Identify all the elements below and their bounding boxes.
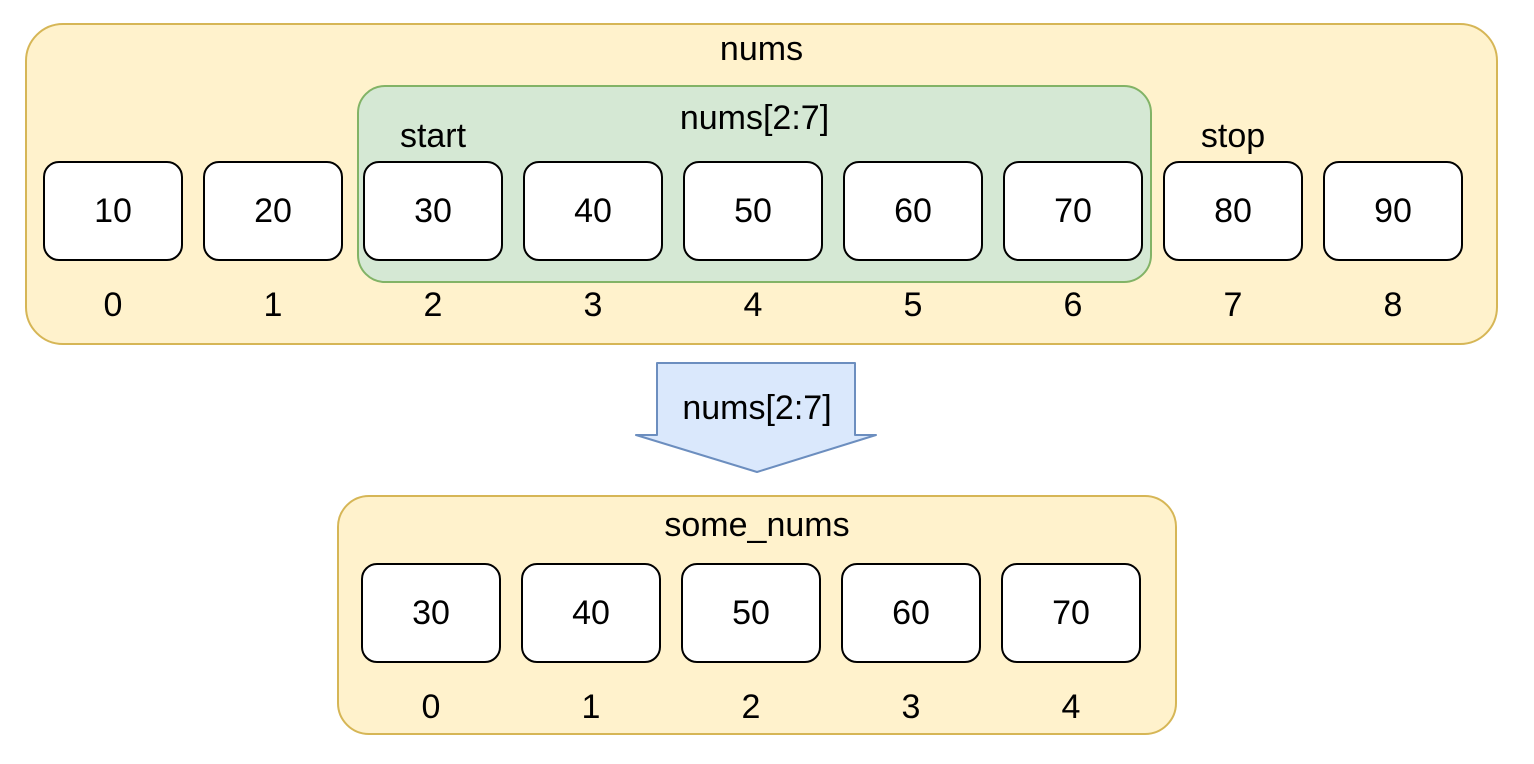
cell-index: 3 [583, 286, 603, 324]
cell-value: 30 [414, 191, 452, 230]
cell-index: 0 [421, 688, 441, 726]
cell-value: 40 [574, 191, 612, 230]
list-cell: 30 2 [363, 161, 503, 324]
cell-value: 70 [1054, 191, 1092, 230]
list-cell-box: 60 [843, 161, 983, 261]
list-cell-box: 80 [1163, 161, 1303, 261]
list-cell-box: 30 [361, 563, 501, 663]
slice-stop-label: stop [1200, 117, 1266, 155]
some-nums-list-container: some_nums 30 0 40 1 50 2 [337, 495, 1177, 735]
cell-index: 8 [1383, 286, 1403, 324]
list-cell: 40 1 [521, 563, 661, 726]
list-cell-box: 40 [521, 563, 661, 663]
cell-value: 20 [254, 191, 292, 230]
list-cell: 70 4 [1001, 563, 1141, 726]
list-cell-box: 60 [841, 563, 981, 663]
cell-index: 0 [103, 286, 123, 324]
some-nums-list-title: some_nums [664, 506, 850, 544]
list-cell-box: 20 [203, 161, 343, 261]
list-cell: 80 7 [1163, 161, 1303, 324]
slice-start-label: start [399, 117, 467, 155]
cell-value: 10 [94, 191, 132, 230]
list-cell-box: 50 [681, 563, 821, 663]
list-cell-box: 70 [1003, 161, 1143, 261]
down-arrow-icon [635, 362, 877, 473]
cell-value: 40 [572, 593, 610, 632]
cell-value: 50 [732, 593, 770, 632]
list-cell-box: 40 [523, 161, 663, 261]
list-cell: 90 8 [1323, 161, 1463, 324]
list-cell: 70 6 [1003, 161, 1143, 324]
list-cell: 60 5 [843, 161, 983, 324]
list-cell-box: 30 [363, 161, 503, 261]
nums-list-title: nums [719, 30, 804, 68]
list-cell: 10 0 [43, 161, 183, 324]
cell-value: 30 [412, 593, 450, 632]
nums-list-container: nums nums[2:7] start stop 10 0 20 1 30 [25, 23, 1498, 345]
slice-down-arrow-shape [635, 362, 877, 474]
cell-value: 90 [1374, 191, 1412, 230]
cell-index: 5 [903, 286, 923, 324]
cell-index: 3 [901, 688, 921, 726]
cell-index: 6 [1063, 286, 1083, 324]
slice-expression-label: nums[2:7] [679, 99, 830, 137]
list-cell: 50 2 [681, 563, 821, 726]
arrow-slice-expression: nums[2:7] [682, 389, 832, 427]
cell-index: 4 [1061, 688, 1081, 726]
cell-index: 7 [1223, 286, 1243, 324]
cell-index: 2 [741, 688, 761, 726]
list-cell-box: 50 [683, 161, 823, 261]
cell-index: 1 [263, 286, 283, 324]
cell-index: 1 [581, 688, 601, 726]
cell-value: 60 [894, 191, 932, 230]
list-cell: 40 3 [523, 161, 663, 324]
cell-index: 2 [423, 286, 443, 324]
list-cell-box: 10 [43, 161, 183, 261]
cell-value: 50 [734, 191, 772, 230]
list-cell: 20 1 [203, 161, 343, 324]
some-nums-cells-row: 30 0 40 1 50 2 60 [361, 563, 1141, 726]
list-cell-box: 70 [1001, 563, 1141, 663]
cell-value: 80 [1214, 191, 1252, 230]
list-cell: 60 3 [841, 563, 981, 726]
cell-value: 70 [1052, 593, 1090, 632]
cell-index: 4 [743, 286, 763, 324]
list-cell-box: 90 [1323, 161, 1463, 261]
nums-cells-row: 10 0 20 1 30 2 40 [43, 161, 1463, 324]
list-cell: 50 4 [683, 161, 823, 324]
list-cell: 30 0 [361, 563, 501, 726]
cell-value: 60 [892, 593, 930, 632]
